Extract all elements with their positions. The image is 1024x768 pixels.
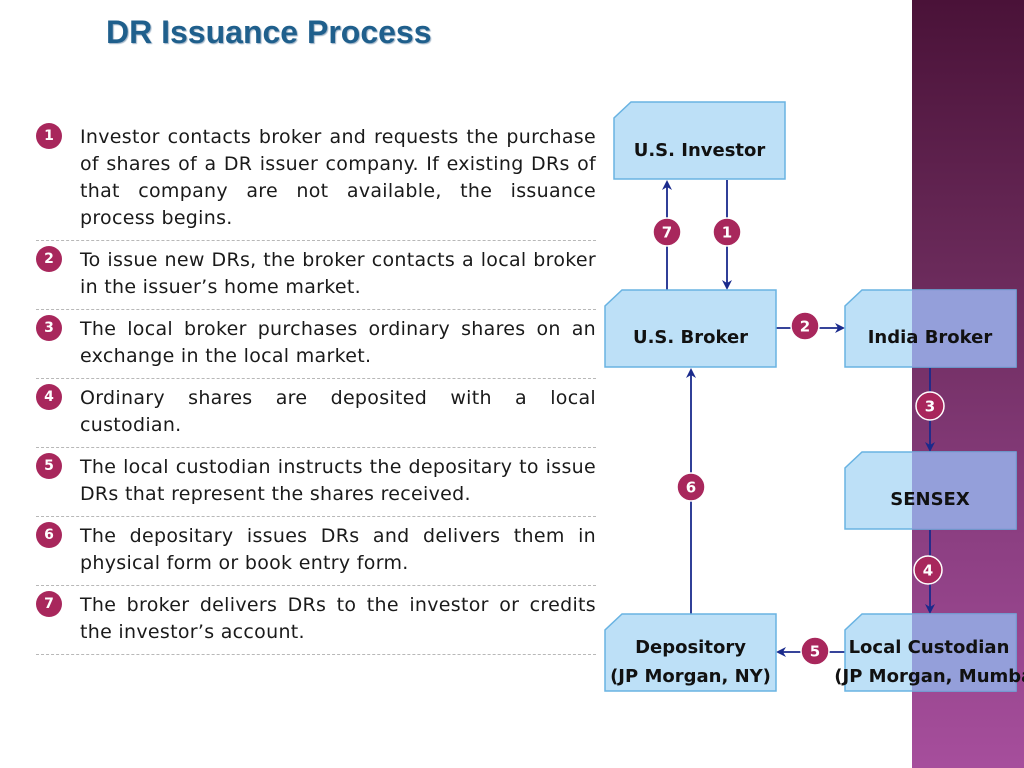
- step-4: 4 Ordinary shares are deposited with a l…: [36, 379, 596, 448]
- step-number-badge: 2: [36, 246, 62, 272]
- node-label: SENSEX: [890, 489, 970, 510]
- node-label: India Broker: [868, 327, 993, 348]
- node-us-investor: U.S. Investor: [613, 101, 786, 180]
- node-label-line2: (JP Morgan, NY): [610, 666, 771, 687]
- node-us-broker: U.S. Broker: [604, 289, 777, 368]
- node-label: U.S. Broker: [633, 327, 748, 348]
- step-number-badge: 1: [36, 123, 62, 149]
- flow-badge-3: 3: [915, 391, 945, 421]
- flow-badge-2: 2: [790, 311, 820, 341]
- flow-badge-6: 6: [676, 472, 706, 502]
- step-text: The local custodian instructs the deposi…: [80, 456, 596, 505]
- step-3: 3 The local broker purchases ordinary sh…: [36, 310, 596, 379]
- step-7: 7 The broker delivers DRs to the investo…: [36, 586, 596, 655]
- step-text: The local broker purchases ordinary shar…: [80, 318, 596, 367]
- svg-text:4: 4: [923, 562, 933, 580]
- svg-text:3: 3: [925, 398, 935, 416]
- step-5: 5 The local custodian instructs the depo…: [36, 448, 596, 517]
- step-text: Ordinary shares are deposited with a loc…: [80, 387, 596, 436]
- step-text: To issue new DRs, the broker contacts a …: [80, 249, 596, 298]
- flow-badge-4: 4: [913, 555, 943, 585]
- flow-badge-5: 5: [800, 636, 830, 666]
- page-title: DR Issuance Process: [106, 14, 432, 50]
- node-label: U.S. Investor: [634, 140, 766, 161]
- step-text: The depositary issues DRs and delivers t…: [80, 525, 596, 574]
- node-label-line1: Depository: [635, 637, 746, 658]
- node-label-line2: (JP Morgan, Mumbai): [834, 666, 1024, 687]
- step-number-badge: 5: [36, 453, 62, 479]
- svg-text:1: 1: [722, 224, 732, 242]
- step-6: 6 The depositary issues DRs and delivers…: [36, 517, 596, 586]
- svg-text:5: 5: [810, 643, 820, 661]
- step-text: Investor contacts broker and requests th…: [80, 126, 596, 229]
- node-sensex: SENSEX: [844, 451, 1017, 530]
- step-2: 2 To issue new DRs, the broker contacts …: [36, 241, 596, 310]
- node-local-custodian: Local Custodian (JP Morgan, Mumbai): [834, 613, 1024, 692]
- step-number-badge: 6: [36, 522, 62, 548]
- dr-flow-diagram: U.S. Investor U.S. Broker India Broker S…: [604, 101, 1024, 692]
- step-number-badge: 3: [36, 315, 62, 341]
- svg-text:7: 7: [662, 224, 672, 242]
- step-number-badge: 7: [36, 591, 62, 617]
- node-india-broker: India Broker: [844, 289, 1017, 368]
- step-number-badge: 4: [36, 384, 62, 410]
- steps-list: 1 Investor contacts broker and requests …: [36, 118, 596, 655]
- node-depository: Depository (JP Morgan, NY): [604, 613, 777, 692]
- step-text: The broker delivers DRs to the investor …: [80, 594, 596, 643]
- svg-text:2: 2: [800, 318, 810, 336]
- node-label-line1: Local Custodian: [849, 637, 1010, 658]
- svg-text:6: 6: [686, 479, 696, 497]
- flow-badge-7: 7: [652, 217, 682, 247]
- step-1: 1 Investor contacts broker and requests …: [36, 118, 596, 241]
- flow-badge-1: 1: [712, 217, 742, 247]
